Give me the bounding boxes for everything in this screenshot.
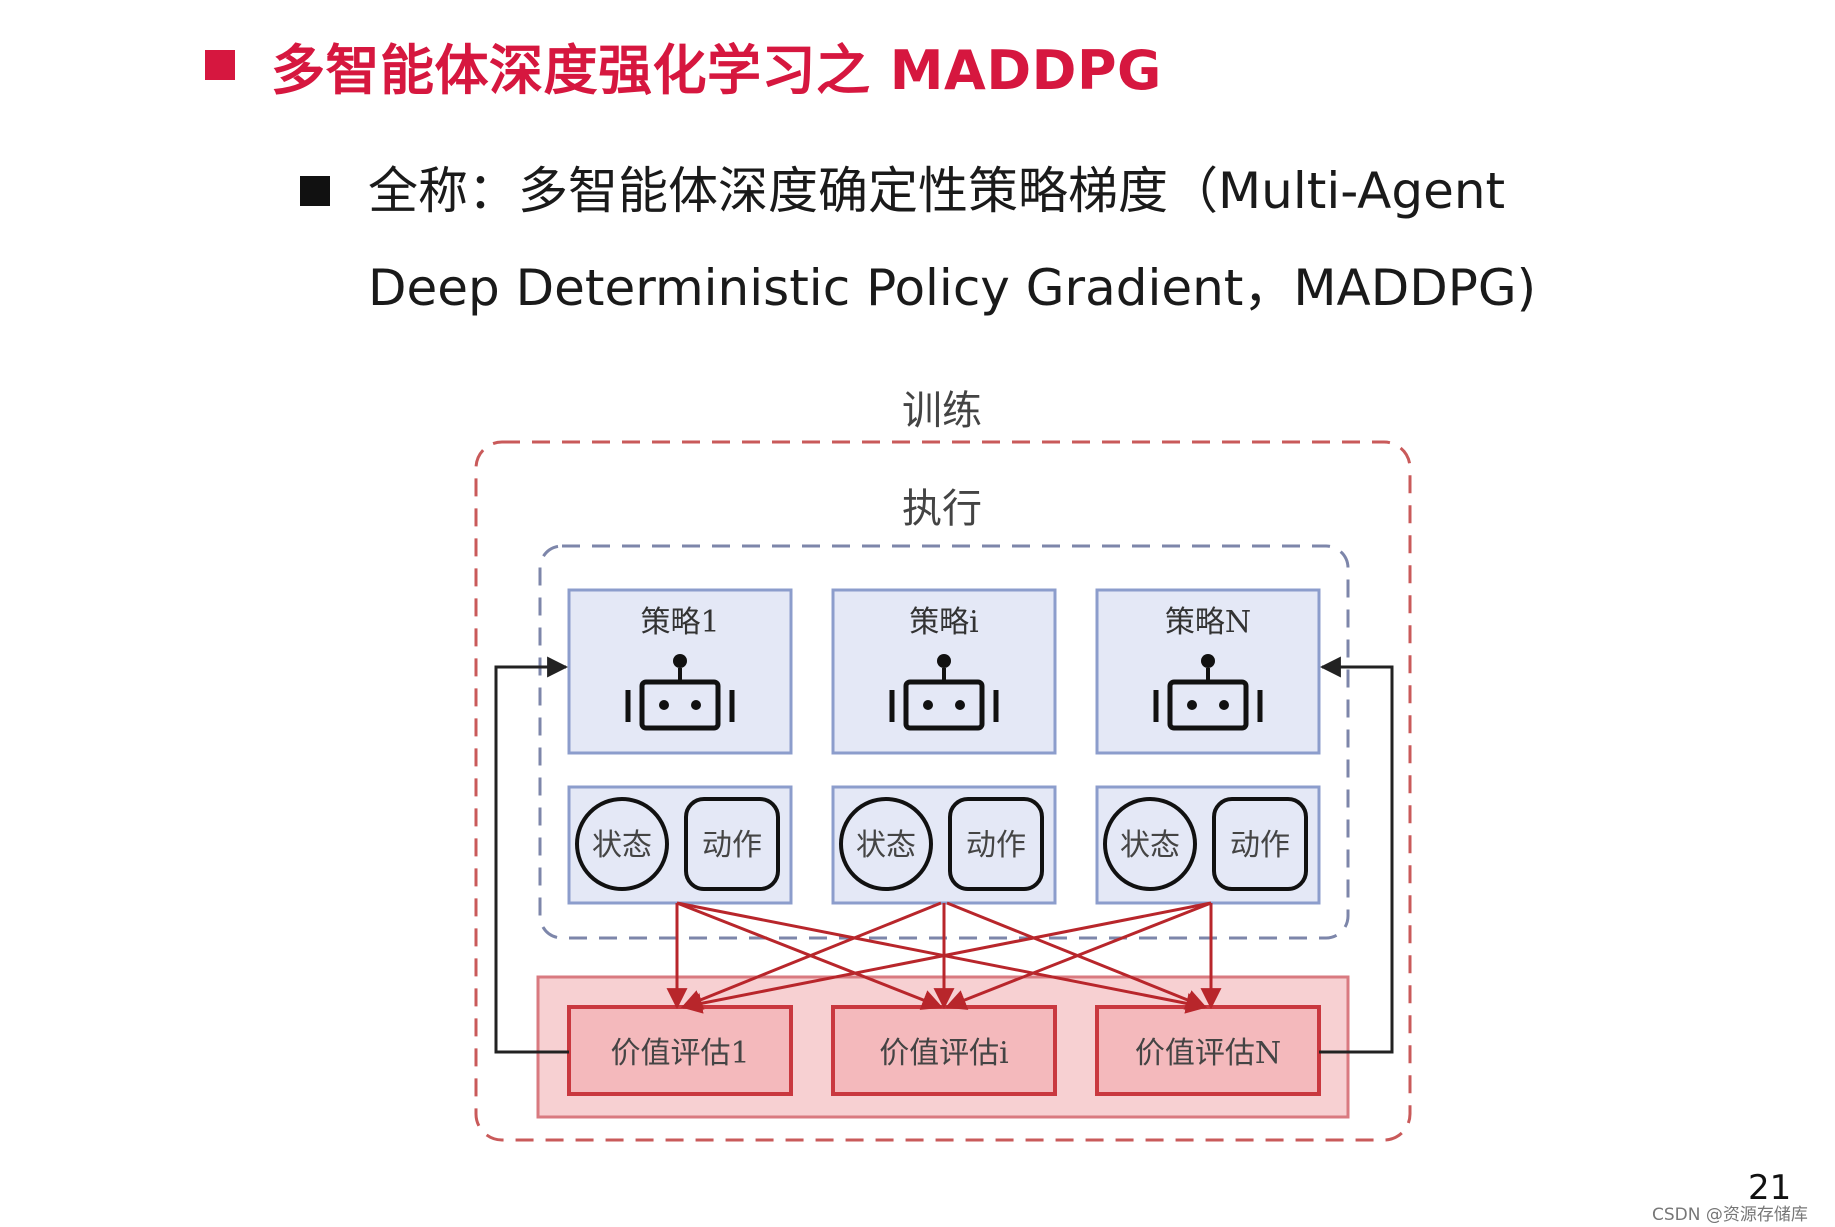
policy-box-1: 策略1 bbox=[567, 588, 793, 755]
critic-box-n: 价值评估N bbox=[1095, 1005, 1321, 1096]
action-box bbox=[948, 797, 1044, 891]
critic-label-n: 价值评估N bbox=[1135, 1036, 1281, 1071]
bullet-square bbox=[300, 176, 330, 206]
state-label: 状态 bbox=[592, 828, 652, 863]
critic-label-i: 价值评估i bbox=[879, 1036, 1009, 1071]
bullet-text-line-2: Deep Deterministic Policy Gradient，MADDP… bbox=[368, 259, 1537, 317]
robot-icon bbox=[889, 654, 999, 731]
state-action-box-i: 状态 动作 bbox=[831, 785, 1057, 905]
criticN-to-policyN-arrow bbox=[1319, 656, 1394, 1054]
action-box bbox=[684, 797, 780, 891]
watermark: CSDN @资源存储库 bbox=[1652, 1205, 1808, 1225]
action-label: 动作 bbox=[966, 828, 1026, 863]
state-circle bbox=[1103, 797, 1197, 891]
slide-title: 多智能体深度强化学习之 MADDPG bbox=[271, 38, 1162, 102]
critic-box-1: 价值评估1 bbox=[567, 1005, 793, 1096]
title-bullet-square bbox=[205, 50, 235, 80]
critic-box-i: 价值评估i bbox=[831, 1005, 1057, 1096]
policy-box-n: 策略N bbox=[1095, 588, 1321, 755]
state-action-to-critic-arrows bbox=[666, 901, 1222, 1014]
policy-box-i: 策略i bbox=[831, 588, 1057, 755]
state-action-box-n: 状态 动作 bbox=[1095, 785, 1321, 905]
critic-label-1: 价值评估1 bbox=[610, 1036, 749, 1071]
policy-label-1: 策略1 bbox=[640, 605, 719, 640]
train-label: 训练 bbox=[902, 388, 982, 434]
state-circle bbox=[839, 797, 933, 891]
action-label: 动作 bbox=[702, 828, 762, 863]
slide-title-row: 多智能体深度强化学习之 MADDPG bbox=[205, 30, 1162, 102]
bullet-text-line-1: 全称：多智能体深度确定性策略梯度（Multi-Agent bbox=[368, 162, 1506, 220]
state-action-box-1: 状态 动作 bbox=[567, 785, 793, 905]
exec-label: 执行 bbox=[902, 486, 982, 532]
state-circle bbox=[575, 797, 669, 891]
state-label: 状态 bbox=[1120, 828, 1180, 863]
action-label: 动作 bbox=[1230, 828, 1290, 863]
action-box bbox=[1212, 797, 1308, 891]
state-label: 状态 bbox=[856, 828, 916, 863]
critic1-to-policy1-arrow bbox=[494, 656, 569, 1054]
training-boundary bbox=[474, 440, 1412, 1142]
robot-icon bbox=[1153, 654, 1263, 731]
policy-label-i: 策略i bbox=[909, 605, 979, 640]
page-number: 21 bbox=[1748, 1168, 1792, 1208]
policy-label-n: 策略N bbox=[1165, 605, 1251, 640]
robot-icon bbox=[625, 654, 735, 731]
